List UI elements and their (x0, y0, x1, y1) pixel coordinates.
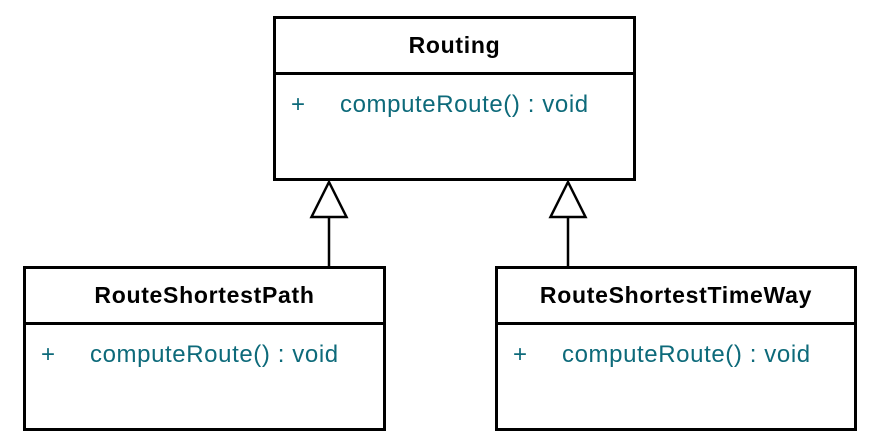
class-box-route-shortest-path: RouteShortestPath + computeRoute() : voi… (23, 266, 386, 431)
visibility-symbol: + (513, 341, 528, 368)
method-compartment: + computeRoute() : void (498, 325, 854, 369)
visibility-symbol: + (291, 91, 306, 118)
generalization-arrow-right (548, 179, 588, 266)
method-signature: computeRoute() : void (340, 91, 589, 118)
method-compartment: + computeRoute() : void (276, 75, 633, 119)
method-row: + computeRoute() : void (513, 341, 848, 369)
method-row: + computeRoute() : void (291, 91, 627, 119)
class-title-route-shortest-path: RouteShortestPath (26, 269, 383, 325)
class-box-routing: Routing + computeRoute() : void (273, 16, 636, 181)
class-title-route-shortest-time-way: RouteShortestTimeWay (498, 269, 854, 325)
generalization-arrow-left (309, 179, 349, 266)
method-signature: computeRoute() : void (562, 341, 811, 368)
method-compartment: + computeRoute() : void (26, 325, 383, 369)
visibility-symbol: + (41, 341, 56, 368)
method-row: + computeRoute() : void (41, 341, 377, 369)
class-title-routing: Routing (276, 19, 633, 75)
method-signature: computeRoute() : void (90, 341, 339, 368)
class-box-route-shortest-time-way: RouteShortestTimeWay + computeRoute() : … (495, 266, 857, 431)
